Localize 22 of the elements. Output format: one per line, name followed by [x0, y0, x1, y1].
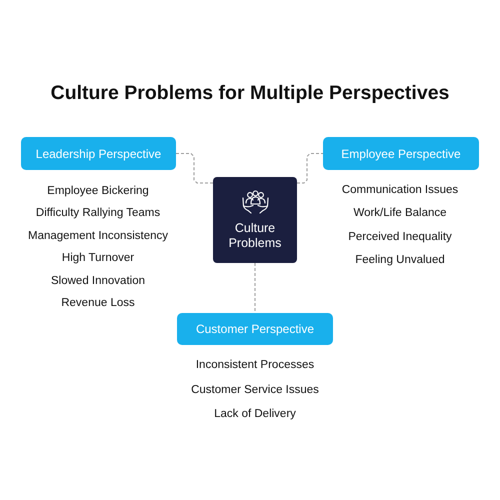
problem-text: Employee Bickering	[47, 184, 149, 198]
problem-text: Communication Issues	[342, 183, 458, 197]
problem-text: Feeling Unvalued	[355, 252, 445, 267]
problem-text: Customer Service Issues	[191, 382, 319, 396]
problem-text: High Turnover	[62, 251, 134, 266]
center-label: Culture Problems	[228, 220, 282, 250]
problem-text: Difficulty Rallying Teams	[36, 206, 160, 220]
dashed-connector	[254, 262, 256, 314]
problem-text: Perceived Inequality	[348, 230, 452, 244]
perspective-heading: Leadership Perspective	[21, 137, 176, 170]
dashed-connector	[296, 153, 324, 184]
perspective-heading: Employee Perspective	[323, 137, 479, 170]
problem-text: Revenue Loss	[61, 296, 135, 310]
title: Culture Problems for Multiple Perspectives	[50, 81, 450, 106]
perspective-heading: Customer Perspective	[177, 313, 333, 345]
dashed-connector	[176, 153, 214, 184]
problem-text: Slowed Innovation	[51, 274, 145, 288]
problem-text: Inconsistent Processes	[196, 358, 314, 372]
problem-text: Management Inconsistency	[28, 228, 168, 243]
center-box	[213, 177, 297, 263]
problem-text: Lack of Delivery	[214, 407, 296, 421]
problem-text: Work/Life Balance	[353, 206, 447, 220]
